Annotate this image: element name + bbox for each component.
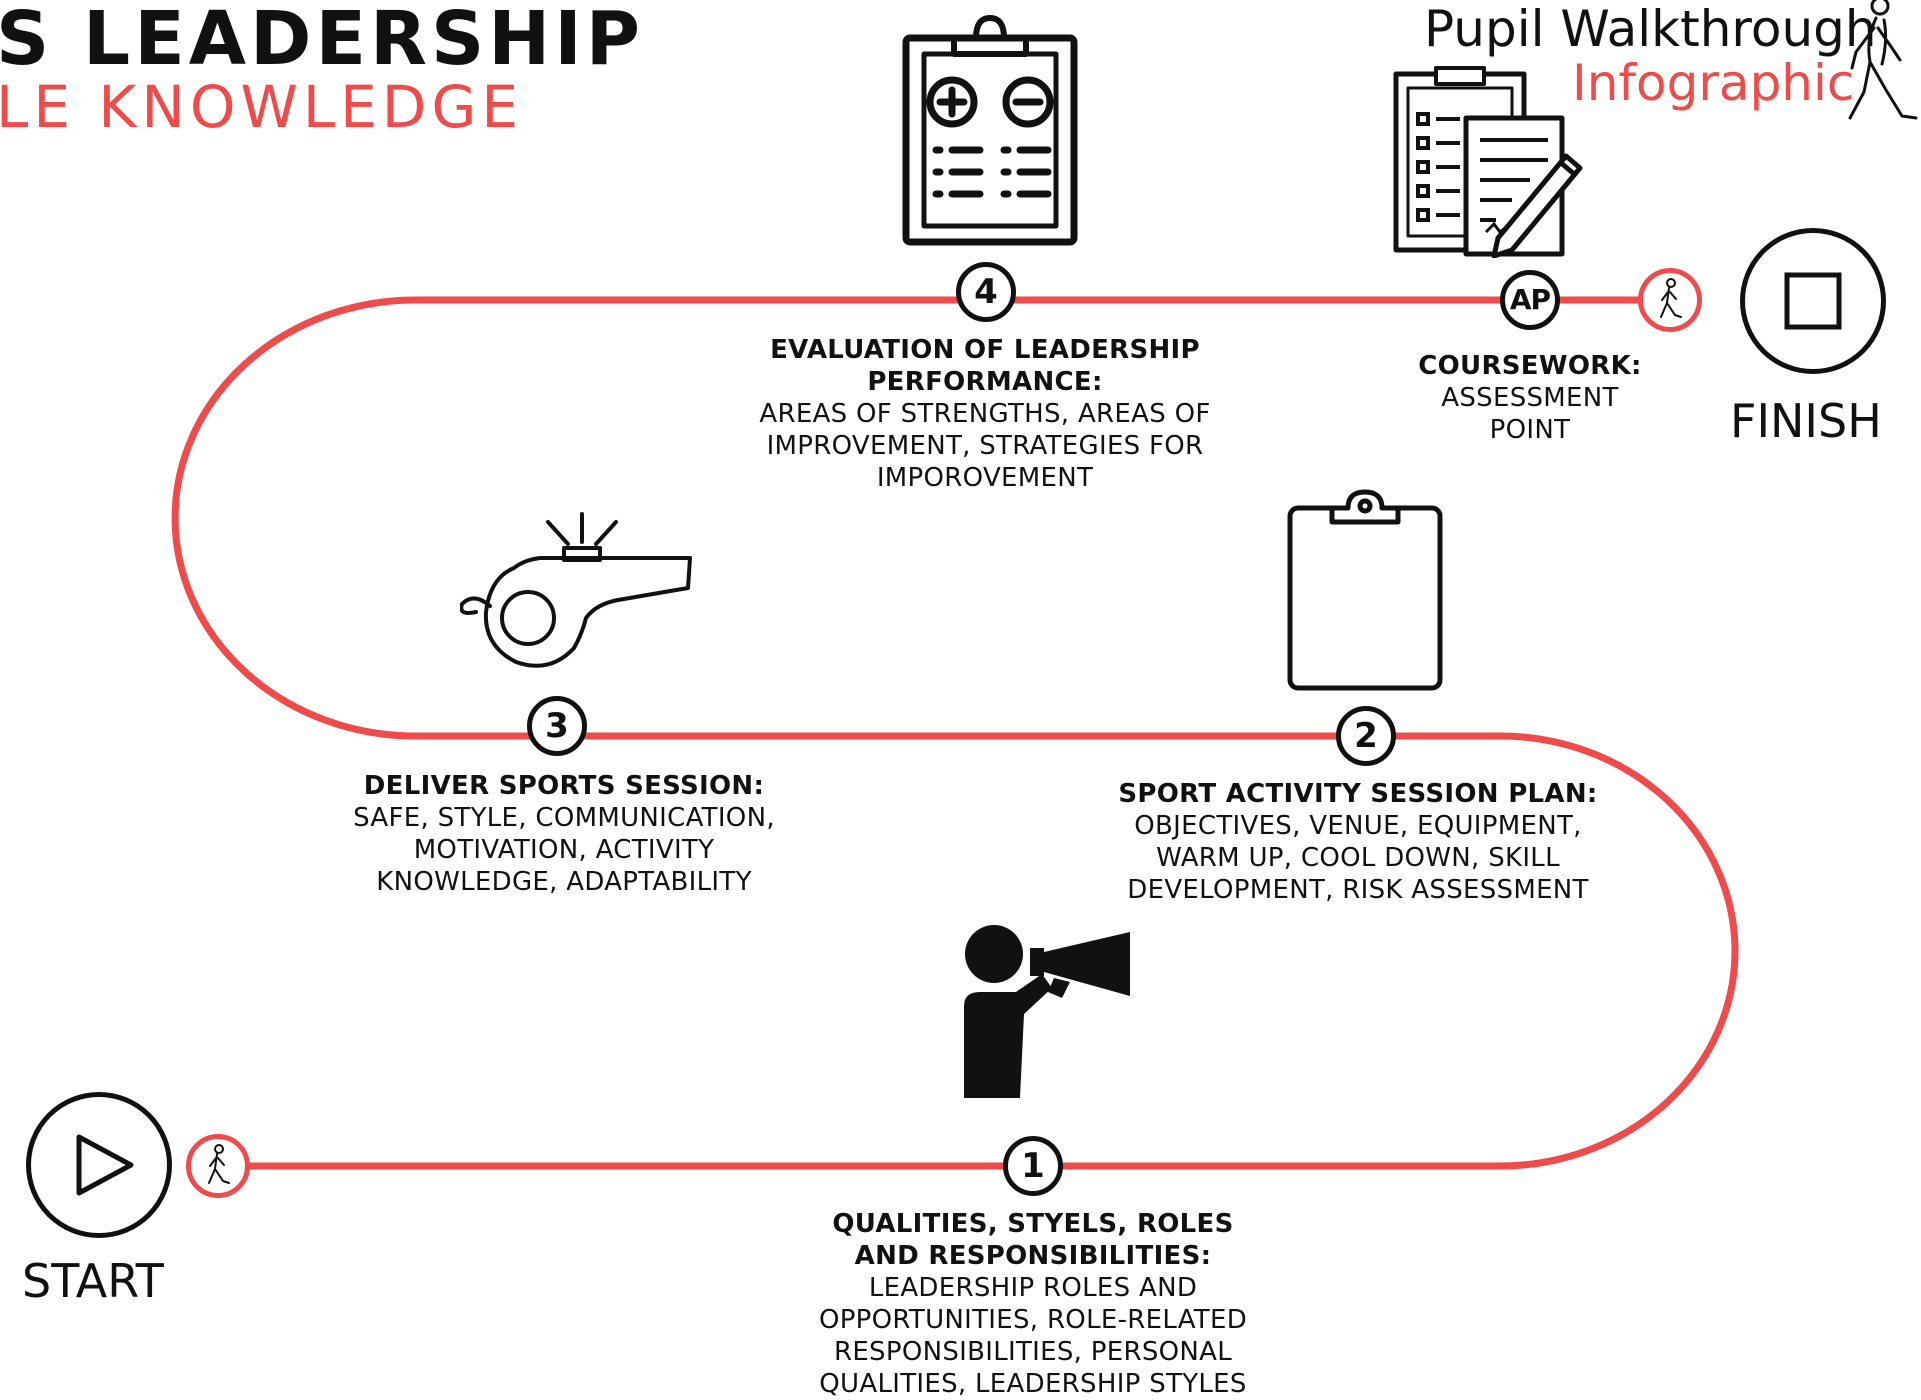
step-1-marker: 1 bbox=[1003, 1136, 1063, 1196]
page-subtitle: LE KNOWLEDGE bbox=[0, 73, 524, 141]
step-4-body: AREAS OF STRENGTHS, AREAS OF IMPROVEMENT… bbox=[759, 399, 1211, 493]
step-2-heading: SPORT ACTIVITY SESSION PLAN: bbox=[1118, 779, 1598, 809]
start-label: START bbox=[22, 1254, 164, 1308]
start-button[interactable] bbox=[26, 1092, 172, 1238]
step-3-text: DELIVER SPORTS SESSION: SAFE, STYLE, COM… bbox=[346, 770, 782, 898]
finish-label: FINISH bbox=[1730, 394, 1882, 448]
page-title: S LEADERSHIP bbox=[0, 0, 644, 82]
stop-icon bbox=[1784, 272, 1842, 330]
step-1-heading: QUALITIES, STYELS, ROLES AND RESPONSIBIL… bbox=[832, 1209, 1234, 1271]
step-1-body: LEADERSHIP ROLES AND OPPORTUNITIES, ROLE… bbox=[818, 1273, 1248, 1399]
assessment-point-text: COURSEWORK: ASSESSMENT POINT bbox=[1410, 350, 1650, 446]
step-3-marker: 3 bbox=[527, 696, 587, 756]
brand-line-1: Pupil Walkthrough bbox=[1424, 0, 1877, 58]
step-4-heading: EVALUATION OF LEADERSHIP PERFORMANCE: bbox=[770, 335, 1200, 397]
walking-person-icon bbox=[208, 1144, 230, 1184]
finish-button[interactable] bbox=[1740, 228, 1886, 374]
pros-cons-clipboard-icon bbox=[902, 15, 1078, 246]
play-icon bbox=[76, 1134, 134, 1196]
assessment-point-marker: AP bbox=[1500, 270, 1560, 330]
assessment-point-heading: COURSEWORK: bbox=[1418, 351, 1642, 381]
step-2-body: OBJECTIVES, VENUE, EQUIPMENT, WARM UP, C… bbox=[1127, 811, 1589, 905]
assessment-point-body: ASSESSMENT POINT bbox=[1441, 383, 1619, 445]
megaphone-person-icon bbox=[964, 925, 1130, 1098]
finish-walker-marker bbox=[1638, 268, 1702, 332]
whistle-icon bbox=[460, 512, 692, 668]
clipboard-icon bbox=[1287, 489, 1443, 691]
step-3-body: SAFE, STYLE, COMMUNICATION, MOTIVATION, … bbox=[353, 803, 775, 897]
walking-person-icon bbox=[1848, 0, 1918, 120]
start-walker-marker bbox=[186, 1134, 250, 1198]
step-2-text: SPORT ACTIVITY SESSION PLAN: OBJECTIVES,… bbox=[1118, 778, 1598, 906]
step-3-heading: DELIVER SPORTS SESSION: bbox=[363, 771, 765, 801]
brand-line-2: Infographic bbox=[1572, 54, 1855, 112]
step-4-marker: 4 bbox=[956, 262, 1016, 322]
walking-person-icon bbox=[1660, 278, 1682, 318]
step-4-text: EVALUATION OF LEADERSHIP PERFORMANCE: AR… bbox=[750, 334, 1220, 494]
step-1-text: QUALITIES, STYELS, ROLES AND RESPONSIBIL… bbox=[800, 1208, 1266, 1400]
coursework-documents-icon bbox=[1393, 66, 1583, 258]
step-2-marker: 2 bbox=[1336, 706, 1396, 766]
